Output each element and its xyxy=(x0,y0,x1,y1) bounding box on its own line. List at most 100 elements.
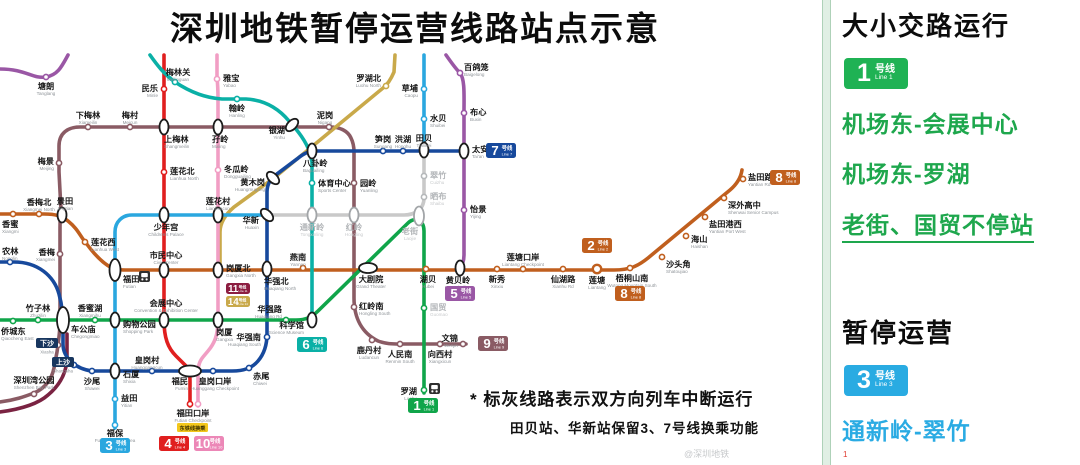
route-item-1: 机场东-会展中心 xyxy=(842,111,1019,137)
svg-text:号线: 号线 xyxy=(461,287,472,295)
svg-text:向西村: 向西村 xyxy=(428,349,453,359)
line-3-chip-number: 3 xyxy=(857,366,871,394)
svg-text:Ludancun: Ludancun xyxy=(359,355,380,360)
svg-text:皇岗口岸: 皇岗口岸 xyxy=(199,376,232,386)
svg-text:Caopu: Caopu xyxy=(404,93,418,98)
svg-text:罗湖北: 罗湖北 xyxy=(356,73,381,83)
svg-text:Tongxinling: Tongxinling xyxy=(301,232,324,237)
svg-text:银湖: 银湖 xyxy=(268,125,285,135)
svg-text:号线: 号线 xyxy=(598,239,609,247)
svg-text:8: 8 xyxy=(620,286,627,301)
svg-text:竹子林: 竹子林 xyxy=(25,303,51,313)
svg-text:号线: 号线 xyxy=(238,284,246,289)
svg-text:Convention & Exhibition Center: Convention & Exhibition Center xyxy=(134,308,198,313)
svg-text:怡景: 怡景 xyxy=(470,204,486,214)
line-1-chip-number: 1 xyxy=(857,59,871,87)
svg-text:Huaqiang North: Huaqiang North xyxy=(264,286,297,291)
map-title: 深圳地铁暂停运营线路站点示意 xyxy=(170,10,660,47)
svg-text:红岭: 红岭 xyxy=(346,222,363,232)
svg-text:号线: 号线 xyxy=(631,287,642,295)
svg-text:4: 4 xyxy=(164,436,172,451)
svg-text:湖贝: 湖贝 xyxy=(420,274,436,284)
svg-text:Xiangmei North: Xiangmei North xyxy=(23,207,55,212)
svg-text:科学馆: 科学馆 xyxy=(279,320,304,330)
svg-text:孖岭: 孖岭 xyxy=(212,134,229,144)
svg-text:Jingtian: Jingtian xyxy=(57,206,73,211)
svg-text:侨城东: 侨城东 xyxy=(0,326,26,336)
svg-text:Cuizhu: Cuizhu xyxy=(430,180,445,185)
svg-text:Liantang Checkpoint: Liantang Checkpoint xyxy=(502,262,545,267)
metro-line-11 xyxy=(0,332,69,414)
svg-text:Shatoujiao: Shatoujiao xyxy=(666,269,688,274)
line-3-chip-en: Line 3 xyxy=(874,381,893,389)
svg-text:Xianhu Rd: Xianhu Rd xyxy=(552,284,574,289)
svg-text:福田口岸: 福田口岸 xyxy=(176,408,210,418)
svg-text:Xiangmi: Xiangmi xyxy=(2,229,19,234)
svg-text:Lianhua West: Lianhua West xyxy=(91,247,120,252)
svg-text:Shixia: Shixia xyxy=(123,379,136,384)
svg-text:Futian: Futian xyxy=(123,284,136,289)
svg-text:Fumin: Fumin xyxy=(175,386,188,391)
svg-text:号线: 号线 xyxy=(210,437,221,445)
note-transfer-kept: 田贝站、华新站保留3、7号线换乘功能 xyxy=(510,421,760,436)
svg-text:Yantian Port West: Yantian Port West xyxy=(709,229,746,234)
svg-text:盐田路: 盐田路 xyxy=(748,172,773,182)
svg-text:Gangxia North: Gangxia North xyxy=(226,273,256,278)
svg-text:Haishan: Haishan xyxy=(691,244,708,249)
svg-text:文锦: 文锦 xyxy=(442,333,458,343)
svg-text:田贝: 田贝 xyxy=(416,134,432,143)
svg-text:国贸: 国贸 xyxy=(430,302,446,312)
svg-text:Nigang: Nigang xyxy=(318,120,333,125)
svg-text:Shuibei: Shuibei xyxy=(430,123,445,128)
svg-text:Huaxin: Huaxin xyxy=(245,225,260,230)
svg-text:东铁线换乘: 东铁线换乘 xyxy=(180,424,207,432)
svg-text:Tianbei: Tianbei xyxy=(417,143,432,148)
svg-text:梅村: 梅村 xyxy=(122,110,139,120)
svg-text:深圳湾公园: 深圳湾公园 xyxy=(14,375,55,385)
svg-text:Children's Palace: Children's Palace xyxy=(148,232,184,237)
line-3-chip-suffix: 号线 xyxy=(874,371,895,383)
svg-text:Baigelong: Baigelong xyxy=(464,72,485,77)
svg-text:莲花西: 莲花西 xyxy=(91,237,116,247)
svg-text:8: 8 xyxy=(775,170,782,185)
svg-text:Renmin South: Renmin South xyxy=(385,359,415,364)
svg-text:Dongguailing: Dongguailing xyxy=(224,174,251,179)
svg-text:号线: 号线 xyxy=(116,439,127,447)
svg-text:梅景: 梅景 xyxy=(38,156,54,166)
svg-text:Luohu North: Luohu North xyxy=(356,83,382,88)
svg-text:Meicun: Meicun xyxy=(123,120,138,125)
svg-text:百鸽笼: 百鸽笼 xyxy=(464,62,489,72)
svg-text:盐田港西: 盐田港西 xyxy=(709,219,742,229)
svg-text:红岭南: 红岭南 xyxy=(359,301,384,311)
